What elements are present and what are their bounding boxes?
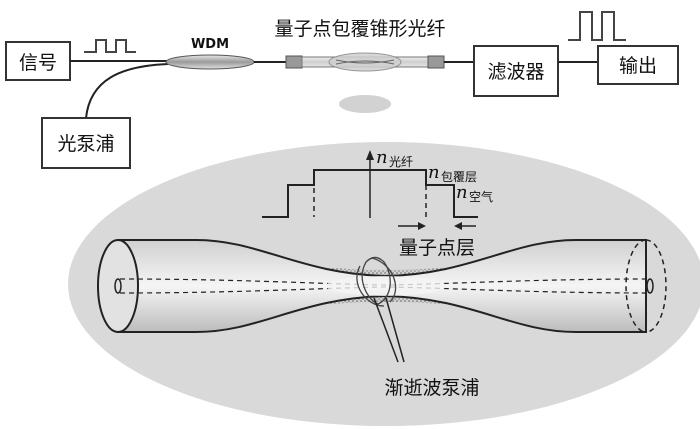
filter-label: 滤波器 xyxy=(487,61,544,83)
signal-box xyxy=(5,41,71,81)
fiber-holder-left xyxy=(285,55,303,69)
n-air-sub: 空气 xyxy=(469,189,493,204)
filter-box xyxy=(473,45,559,97)
wdm-coupler xyxy=(165,54,255,70)
zoom-indicator xyxy=(339,95,391,113)
n-clad-symbol: n xyxy=(428,162,440,183)
qd-coating xyxy=(328,52,402,72)
pump-fiber-line xyxy=(85,63,169,119)
output-pulse-icon xyxy=(568,11,626,41)
qd-layer-label: 量子点层 xyxy=(399,237,475,259)
signal-pulse-icon xyxy=(84,39,136,53)
n-clad-sub: 包覆层 xyxy=(441,170,477,184)
evanescent-label: 渐逝波泵浦 xyxy=(384,377,479,399)
n-air-symbol: n xyxy=(456,182,468,203)
taper-fiber-3d xyxy=(97,239,667,333)
wdm-label: WDM xyxy=(191,37,229,52)
n-fiber-sub: 光纤 xyxy=(389,155,413,169)
index-profile xyxy=(262,150,478,218)
output-label: 输出 xyxy=(619,55,657,77)
fiber-holder-right xyxy=(427,55,445,69)
pump-box xyxy=(41,117,131,169)
signal-label: 信号 xyxy=(19,52,57,74)
output-box xyxy=(597,45,679,85)
qd-fiber-label: 量子点包覆锥形光纤 xyxy=(274,18,445,40)
qd-layer-arrows xyxy=(398,222,476,230)
pump-label: 光泵浦 xyxy=(57,133,114,155)
evanescent-pointers xyxy=(373,297,405,363)
n-fiber-symbol: n xyxy=(376,147,388,168)
